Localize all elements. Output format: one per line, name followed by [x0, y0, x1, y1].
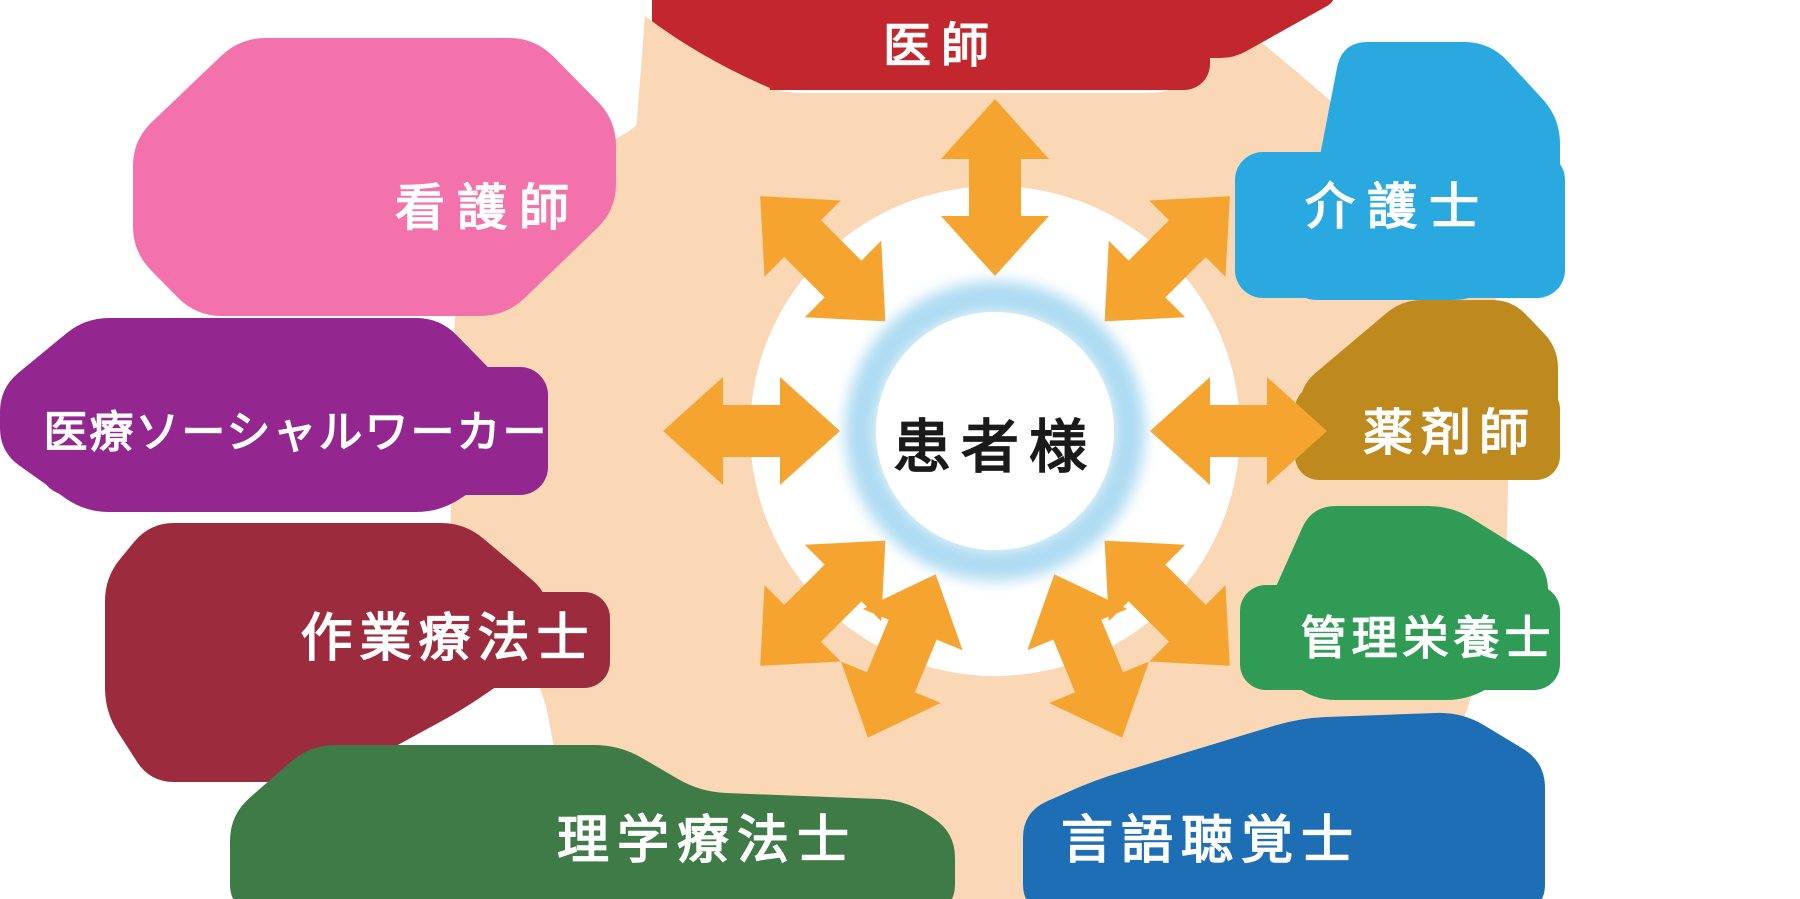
role-label-registered-dietitian: 管理栄養士: [1301, 612, 1556, 664]
double-arrow-icon: [1104, 196, 1230, 322]
role-label-nurse: 看護師: [395, 180, 581, 236]
role-shape-pharmacist: [1295, 300, 1560, 480]
double-arrow-icon: [1027, 574, 1149, 738]
patient-circle: [876, 312, 1114, 550]
double-arrow-icon: [941, 99, 1049, 276]
arrows-group: [663, 99, 1327, 738]
double-arrow-icon: [1104, 540, 1230, 666]
background-notch: [636, 16, 770, 132]
role-shape-medical-social-worker: [0, 318, 548, 512]
role-shape-registered-dietitian: [1240, 506, 1560, 700]
role-shape-nurse: [133, 38, 616, 316]
double-arrow-icon: [760, 540, 886, 666]
double-arrow-icon: [760, 196, 886, 322]
role-shape-speech-therapist: [1023, 712, 1545, 899]
role-label-speech-therapist: 言語聴覚士: [1061, 812, 1361, 870]
role-wing-doctor: [1192, 0, 1334, 58]
double-arrow-icon: [663, 377, 840, 485]
role-tab-doctor: [652, 0, 1210, 90]
patient-halo-ring: [845, 281, 1145, 581]
role-shape-occupational-therapist: [105, 523, 610, 782]
role-label-medical-social-worker: 医療ソーシャルワーカー: [43, 408, 548, 457]
role-label-pharmacist: 薬剤師: [1363, 405, 1537, 461]
double-arrow-icon: [841, 574, 963, 738]
role-label-caregiver: 介護士: [1305, 179, 1491, 235]
role-shape-caregiver: [1235, 42, 1565, 300]
patient-label: 患者様: [893, 415, 1097, 480]
role-shape-doctor: [652, 0, 1334, 90]
role-label-occupational-therapist: 作業療法士: [300, 610, 595, 668]
double-arrow-icon: [1150, 377, 1327, 485]
role-shape-physical-therapist: [230, 745, 955, 899]
role-label-physical-therapist: 理学療法士: [557, 812, 857, 870]
role-label-doctor: 医師: [883, 20, 999, 73]
